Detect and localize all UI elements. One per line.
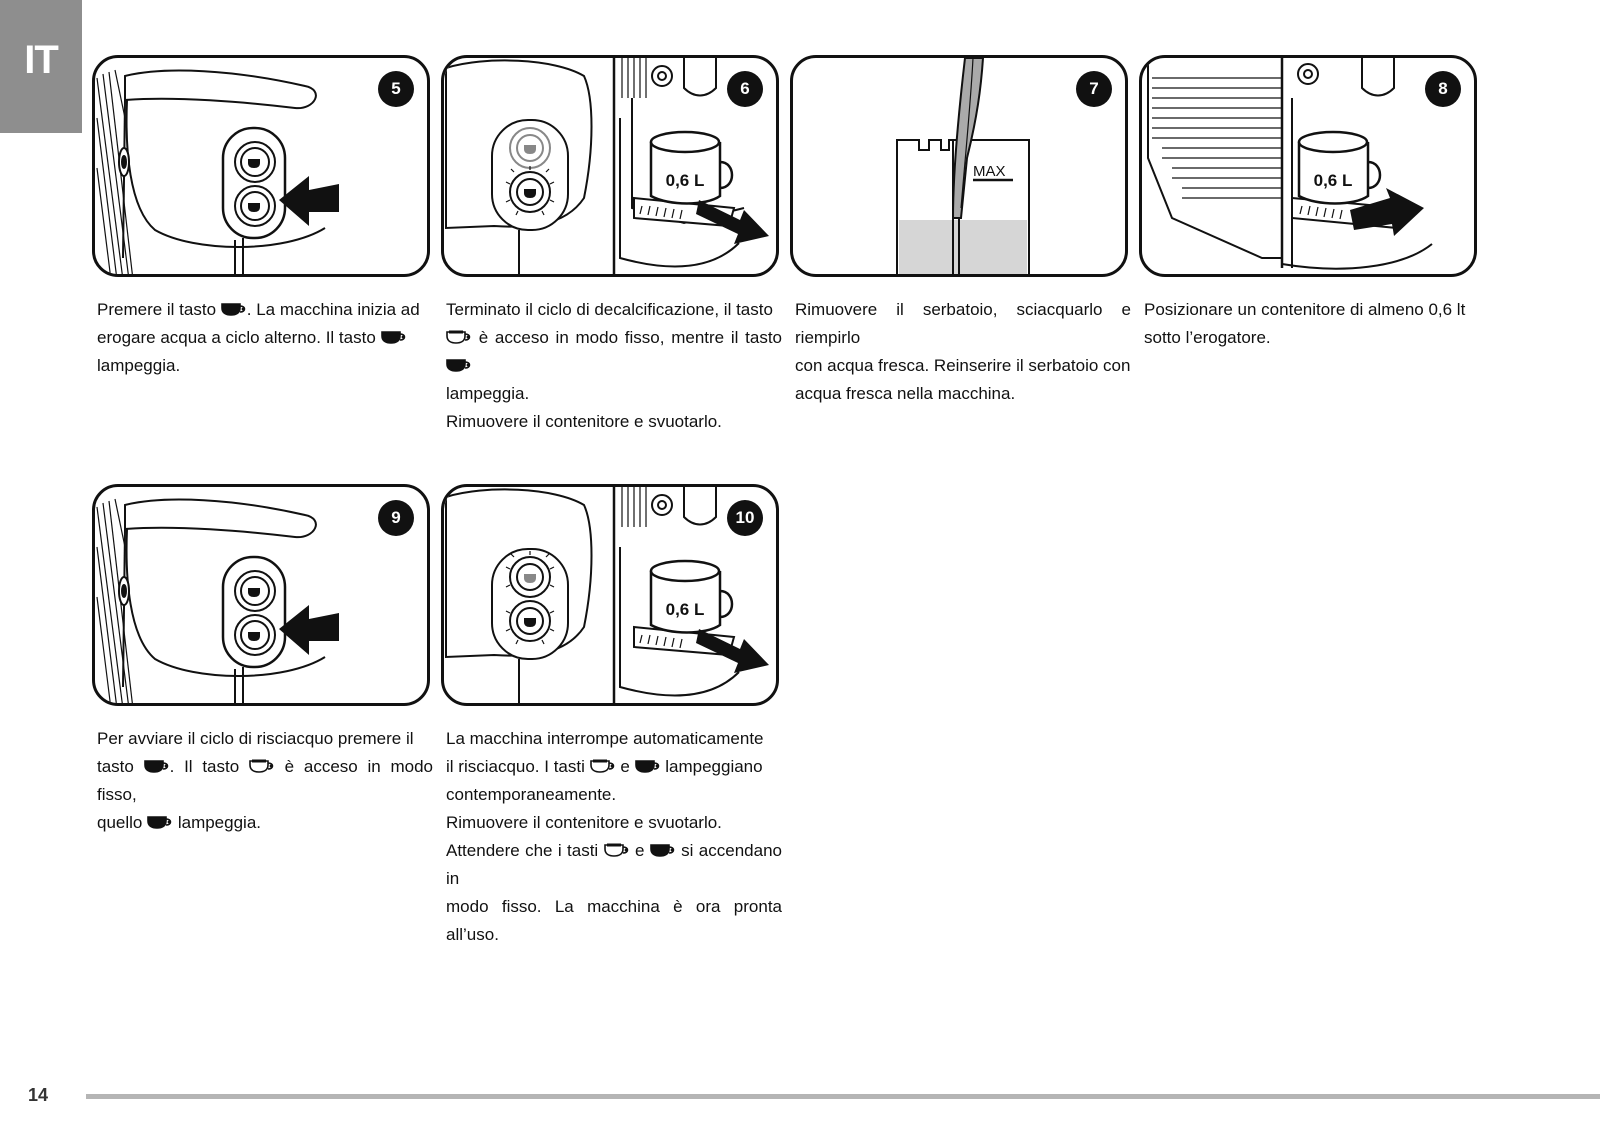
step-10-illustration: 0,6 L 10: [441, 484, 779, 706]
caption-line: Rimuovere il contenitore e svuotarlo.: [446, 809, 782, 837]
cup-volume-label: 0,6 L: [666, 171, 705, 190]
caption-text: Rimuovere il contenitore e svuotarlo.: [446, 412, 722, 431]
caption-line: Per avviare il ciclo di risciacquo preme…: [97, 725, 433, 753]
caption-line: Attendere che i tasti e si accendano in: [446, 837, 782, 893]
language-code: IT: [24, 38, 59, 82]
caption-line: modo fisso. La macchina è ora pronta all…: [446, 893, 782, 949]
espresso-cup-icon: [220, 303, 246, 316]
caption-text: Premere il tasto: [97, 300, 221, 319]
machine-buttons-illustration: [96, 498, 339, 703]
caption-text: quello: [97, 813, 148, 832]
caption-line: Premere il tasto . La macchina inizia ad: [97, 296, 433, 324]
coffee-cup-outline-icon: [589, 759, 614, 773]
step-number-badge: 6: [727, 71, 763, 107]
coffee-cup-outline-icon: [249, 759, 274, 773]
coffee-cup-outline-icon: [603, 843, 628, 857]
caption-line: Rimuovere il contenitore e svuotarlo.: [446, 408, 782, 436]
machine-buttons-illustration: [96, 69, 339, 274]
caption-line: contemporaneamente.: [446, 781, 782, 809]
caption-text: lampeggia.: [446, 384, 530, 403]
caption-line: lampeggia.: [446, 380, 782, 408]
machine-cup-position-illustration: 0,6 L: [1147, 58, 1433, 270]
caption-text: contemporaneamente.: [446, 785, 617, 804]
caption-text: tasto: [97, 757, 144, 776]
espresso-cup-icon: [147, 816, 172, 829]
caption-text: erogare acqua a ciclo alterno. Il tasto: [97, 328, 381, 347]
caption-text: lampeggia.: [97, 356, 181, 375]
caption-text: La macchina interrompe automaticamente: [446, 729, 764, 748]
step-8-caption: Posizionare un contenitore di almeno 0,6…: [1144, 296, 1480, 352]
espresso-cup-icon: [649, 844, 675, 857]
caption-line: La macchina interrompe automaticamente: [446, 725, 782, 753]
espresso-cup-icon: [143, 760, 168, 773]
step-number-badge: 5: [378, 71, 414, 107]
step-number-badge: 8: [1425, 71, 1461, 107]
step-6-illustration: 0,6 L 6: [441, 55, 779, 277]
caption-text: . Il tasto: [169, 757, 249, 776]
step-number-badge: 10: [727, 500, 763, 536]
step-6-caption: Terminato il ciclo di decalcificazione, …: [446, 296, 782, 436]
caption-line: il risciacquo. I tasti e lampeggiano: [446, 753, 782, 781]
caption-line: erogare acqua a ciclo alterno. Il tasto: [97, 324, 433, 352]
step-number-badge: 9: [378, 500, 414, 536]
caption-line: lampeggia.: [97, 352, 433, 380]
caption-line: sotto l’erogatore.: [1144, 324, 1480, 352]
caption-text: Rimuovere il contenitore e svuotarlo.: [446, 813, 722, 832]
espresso-cup-icon: [446, 359, 471, 372]
caption-text: lampeggiano: [660, 757, 763, 776]
caption-text: Per avviare il ciclo di risciacquo preme…: [97, 729, 414, 748]
caption-line: Posizionare un contenitore di almeno 0,6…: [1144, 296, 1480, 324]
step-7-illustration: MAX 7: [790, 55, 1128, 277]
caption-line: è acceso in modo fisso, mentre il tasto: [446, 324, 782, 380]
step-8-illustration: 0,6 L 8: [1139, 55, 1477, 277]
step-7-caption: Rimuovere il serbatoio, sciacquarlo e ri…: [795, 296, 1131, 408]
espresso-cup-icon: [634, 760, 659, 773]
step-number-badge: 7: [1076, 71, 1112, 107]
caption-line: tasto . Il tasto è acceso in modo fisso,: [97, 753, 433, 809]
step-9-illustration: 9: [92, 484, 430, 706]
step-10-caption: La macchina interrompe automaticamente il…: [446, 725, 782, 949]
machine-cup-illustration: 0,6 L: [445, 58, 769, 274]
caption-text: Attendere che i tasti: [446, 841, 604, 860]
caption-text: con acqua fresca. Reinserire il serbatoi…: [795, 356, 1131, 375]
machine-cup-illustration: 0,6 L: [445, 487, 769, 703]
espresso-cup-icon: [380, 331, 405, 344]
water-tank-illustration: MAX: [896, 58, 1030, 274]
caption-text: Posizionare un contenitore di almeno 0,6…: [1144, 300, 1466, 319]
caption-text: acqua fresca nella macchina.: [795, 384, 1016, 403]
max-level-label: MAX: [973, 163, 1006, 180]
caption-text: e: [629, 841, 650, 860]
caption-text: modo fisso. La macchina è ora pronta all…: [446, 897, 782, 944]
caption-text: e: [615, 757, 635, 776]
cup-volume-label: 0,6 L: [1314, 171, 1353, 190]
footer-rule: [86, 1094, 1600, 1099]
coffee-cup-outline-icon: [446, 330, 471, 344]
caption-text: lampeggia.: [173, 813, 261, 832]
caption-line: acqua fresca nella macchina.: [795, 380, 1131, 408]
page-number: 14: [28, 1085, 49, 1105]
caption-text: . La macchina inizia ad: [246, 300, 420, 319]
step-5-caption: Premere il tasto . La macchina inizia ad…: [97, 296, 433, 380]
caption-text: il risciacquo. I tasti: [446, 757, 590, 776]
caption-text: Terminato il ciclo di decalcificazione, …: [446, 300, 773, 319]
caption-text: è acceso in modo fisso, mentre il tasto: [472, 328, 782, 347]
step-9-caption: Per avviare il ciclo di risciacquo preme…: [97, 725, 433, 837]
caption-line: Terminato il ciclo di decalcificazione, …: [446, 296, 782, 324]
caption-line: quello lampeggia.: [97, 809, 433, 837]
step-5-illustration: 5: [92, 55, 430, 277]
caption-text: Rimuovere il serbatoio, sciacquarlo e ri…: [795, 300, 1131, 347]
caption-line: con acqua fresca. Reinserire il serbatoi…: [795, 352, 1131, 380]
caption-text: si accendano in: [446, 841, 782, 888]
cup-volume-label: 0,6 L: [666, 600, 705, 619]
language-tab: IT: [0, 0, 82, 133]
caption-line: Rimuovere il serbatoio, sciacquarlo e ri…: [795, 296, 1131, 352]
caption-text: sotto l’erogatore.: [1144, 328, 1271, 347]
caption-text: è acceso in modo fisso,: [97, 757, 433, 804]
